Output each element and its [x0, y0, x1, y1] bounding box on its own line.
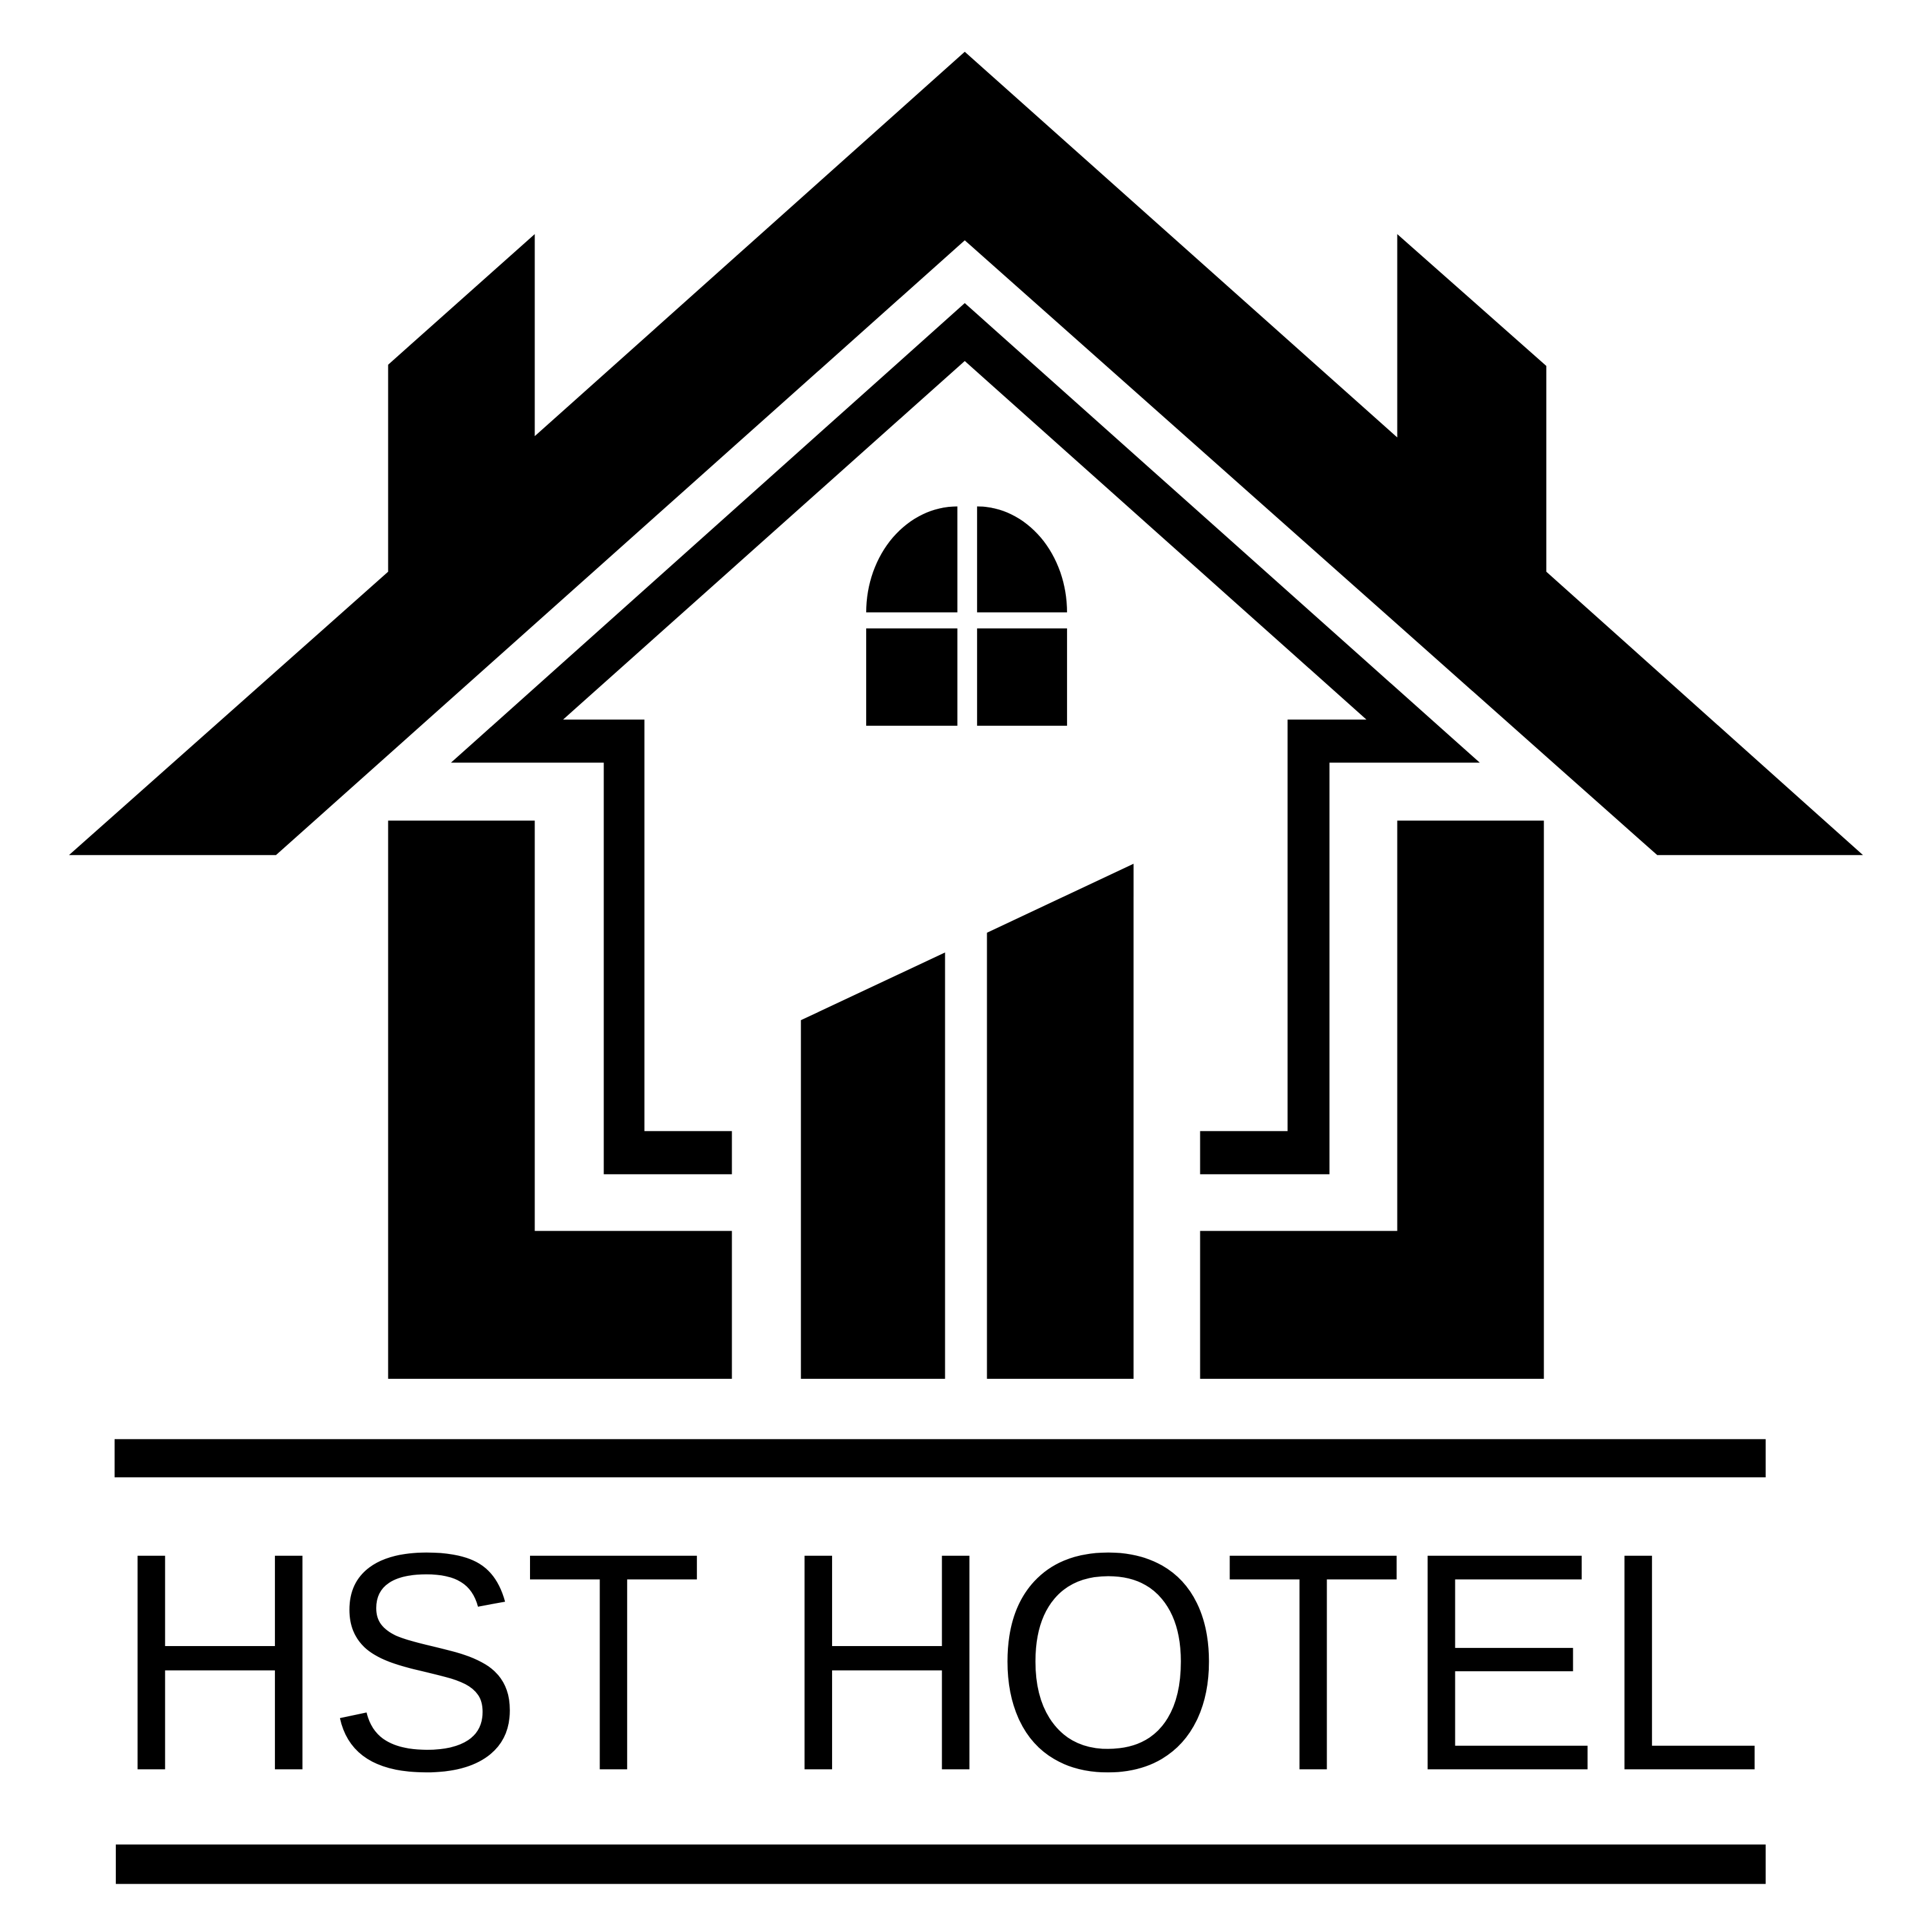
arched-window-icon: [866, 506, 1067, 726]
bottom-divider-line: [115, 1844, 1766, 1884]
house-roof-icon: [69, 52, 1863, 855]
top-divider-line: [114, 1439, 1766, 1478]
brand-name: HST HOTEL: [113, 1489, 1765, 1835]
building-icon: [800, 864, 1134, 1379]
left-wall-shape: [388, 820, 732, 1379]
right-wall-shape: [1200, 820, 1544, 1379]
